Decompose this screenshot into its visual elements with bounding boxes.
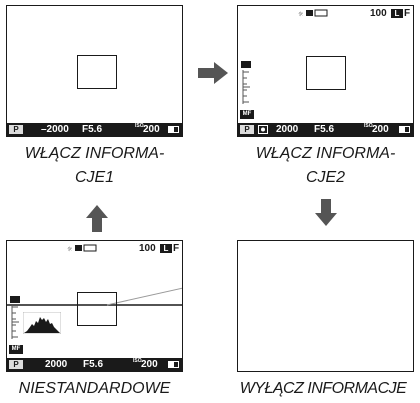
shooting-mode: P [9, 125, 23, 134]
iso-label: ISO [364, 123, 373, 129]
white-balance-icon [241, 61, 251, 68]
status-bar: P –2000 F5.6 ISO 200 [7, 123, 182, 136]
image-quality: F [173, 243, 180, 254]
exposure-scale [11, 305, 19, 339]
arrow-right-icon [198, 62, 228, 84]
shutter-speed: 2000 [45, 359, 68, 370]
iso-value: 200 [372, 124, 389, 135]
aperture: F5.6 [83, 359, 104, 370]
iso-value: 200 [143, 124, 160, 135]
mf-icon: MF [9, 345, 23, 354]
metering-icon [258, 125, 268, 134]
drive-icons: ☼ [67, 244, 97, 253]
caption-info-off: WYŁĄCZ INFORMACJE [239, 380, 407, 397]
shooting-mode: P [9, 360, 23, 369]
image-size: L [391, 9, 403, 18]
aperture: F5.6 [314, 124, 335, 135]
caption-info-on-1: WŁĄCZ INFORMA- CJE1 [24, 145, 165, 186]
battery-icon [399, 126, 410, 133]
svg-text:☼: ☼ [67, 246, 73, 253]
shooting-mode: P [240, 125, 254, 134]
exposure-scale [242, 70, 250, 104]
screen-custom: ☼ 100 L F MF P 2000 F5.6 ISO 200 [6, 240, 183, 372]
svg-text:☼: ☼ [298, 11, 304, 18]
screen-info-off [237, 240, 414, 372]
shutter-speed: 2000 [276, 124, 299, 135]
drive-icons: ☼ [298, 9, 328, 18]
shutter-speed: –2000 [41, 124, 69, 135]
mf-icon: MF [240, 110, 254, 119]
electronic-level [7, 287, 182, 306]
aperture: F5.6 [82, 124, 103, 135]
focus-frame [77, 55, 117, 89]
histogram [23, 312, 61, 334]
iso-value: 200 [141, 359, 158, 370]
battery-icon [168, 361, 179, 368]
image-size: L [160, 244, 172, 253]
frames-remaining: 100 [139, 243, 156, 254]
screen-info-on-2: ☼ 100 L F MF P 2000 F5.6 ISO 200 [237, 5, 414, 137]
iso-label: ISO [135, 123, 144, 129]
status-bar: P 2000 F5.6 ISO 200 [238, 123, 413, 136]
arrow-up-icon [86, 205, 108, 232]
image-quality: F [404, 8, 411, 19]
caption-info-on-2: WŁĄCZ INFORMA- CJE2 [255, 145, 396, 186]
iso-label: ISO [133, 358, 142, 364]
arrow-down-icon [315, 199, 337, 226]
white-balance-icon [10, 296, 20, 303]
frames-remaining: 100 [370, 8, 387, 19]
status-bar: P 2000 F5.6 ISO 200 [7, 358, 182, 371]
focus-frame [77, 292, 117, 326]
screen-info-on-1: P –2000 F5.6 ISO 200 [6, 5, 183, 137]
caption-custom: NIESTANDARDOWE [18, 380, 171, 397]
focus-frame [306, 56, 346, 90]
battery-icon [168, 126, 179, 133]
